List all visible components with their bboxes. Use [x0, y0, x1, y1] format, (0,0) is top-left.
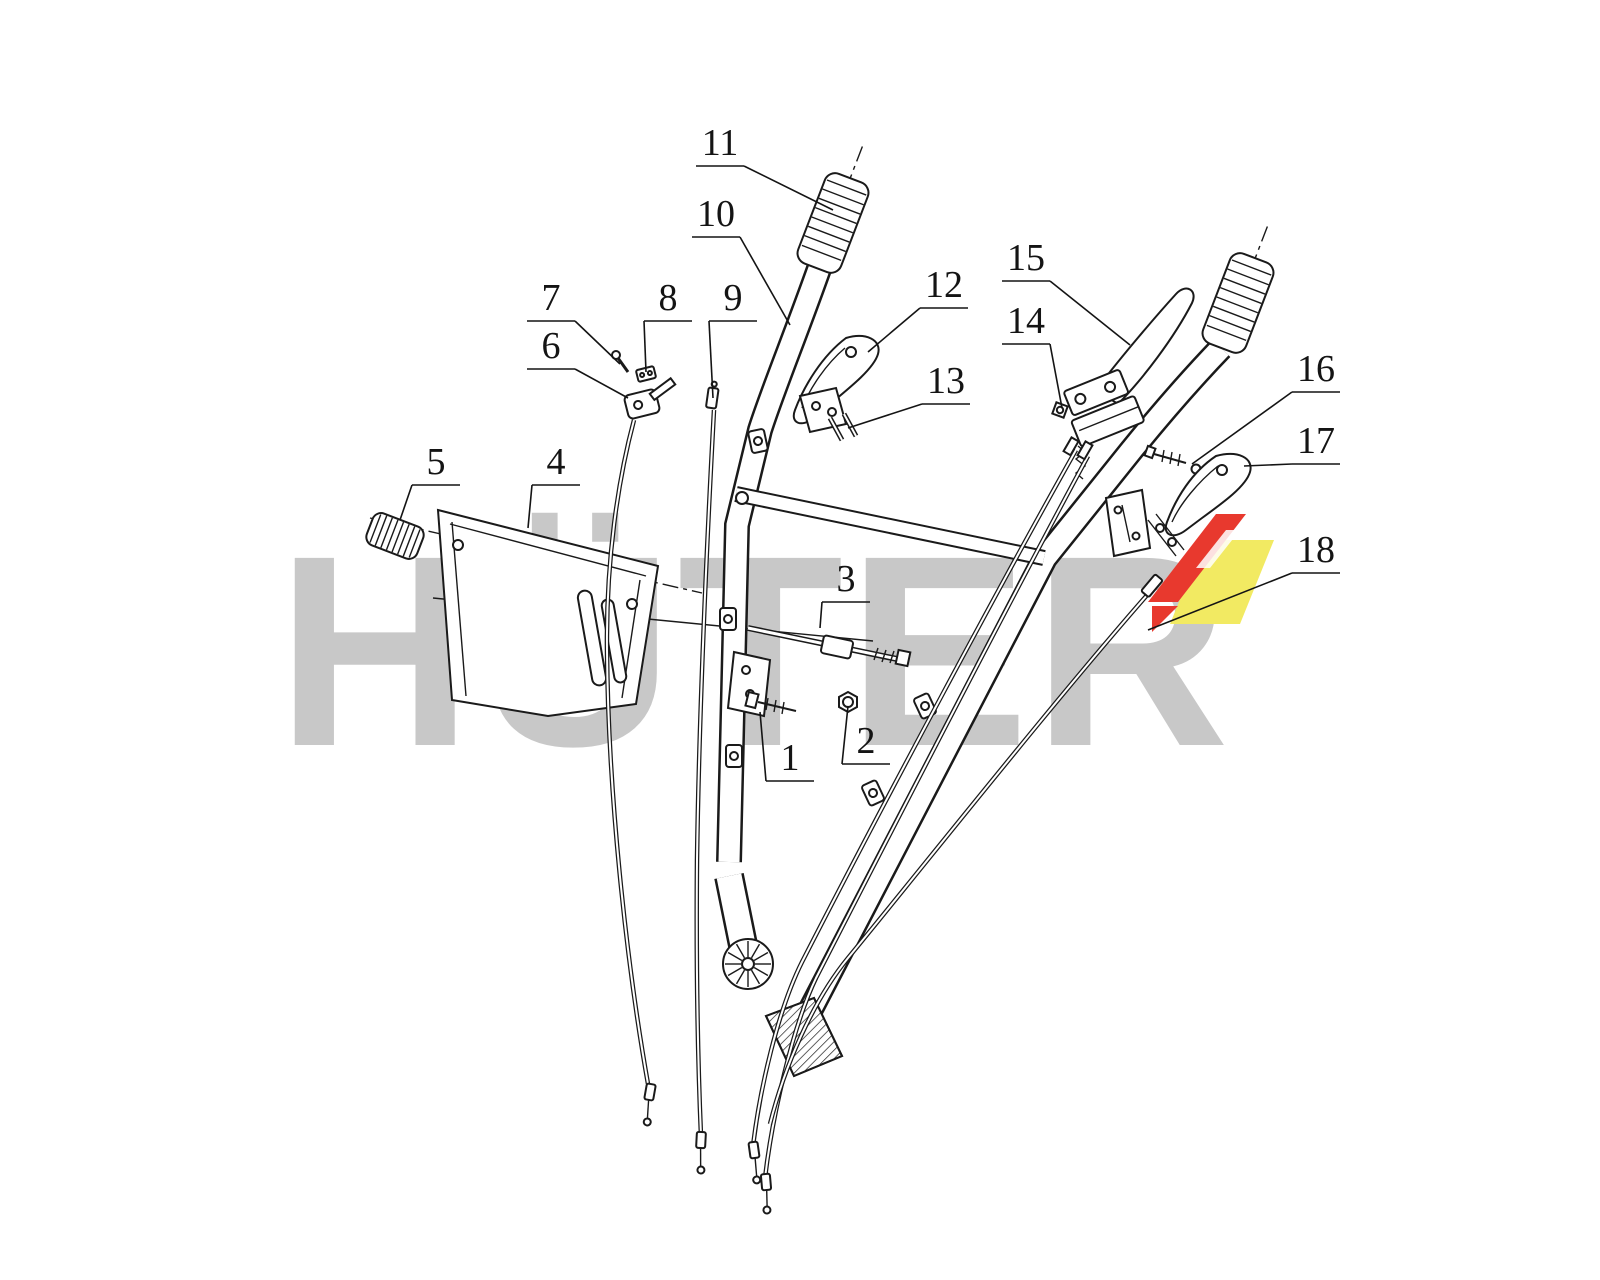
- choke-knob: [365, 512, 425, 560]
- svg-text:15: 15: [1007, 237, 1045, 279]
- svg-text:16: 16: [1297, 348, 1335, 390]
- left-control-lever: [792, 335, 880, 434]
- right-lever-assembly: [1051, 287, 1195, 480]
- right-handlebar-tube: [764, 338, 1231, 1078]
- callout-5: 5: [399, 441, 460, 521]
- cable-bottom-nipples: [642, 1082, 773, 1215]
- brand-logo: [1148, 514, 1274, 632]
- callout-9: 9: [708, 277, 757, 399]
- svg-text:17: 17: [1297, 420, 1335, 462]
- svg-text:18: 18: [1297, 529, 1335, 571]
- left-handle-grip: [796, 146, 870, 274]
- svg-text:13: 13: [927, 360, 965, 402]
- svg-text:9: 9: [724, 277, 743, 319]
- svg-text:4: 4: [547, 441, 566, 483]
- callout-13: 13: [847, 360, 970, 429]
- brand-watermark: HÜTER: [277, 499, 1234, 803]
- throttle-rod: [747, 625, 912, 668]
- svg-text:7: 7: [542, 277, 561, 319]
- callout-11: 11: [696, 122, 834, 211]
- callout-10: 10: [692, 193, 791, 326]
- right-control-lever: [1104, 453, 1252, 558]
- callout-12: 12: [867, 264, 968, 353]
- cable-clamp-lever: [611, 350, 677, 420]
- callout-17: 17: [1243, 420, 1340, 467]
- bolt-item-16: [1143, 444, 1202, 475]
- svg-text:8: 8: [659, 277, 678, 319]
- svg-text:6: 6: [542, 325, 561, 367]
- control-cables: [604, 409, 1150, 1179]
- callout-14: 14: [1002, 300, 1063, 409]
- svg-text:1: 1: [781, 737, 800, 779]
- svg-text:5: 5: [427, 441, 446, 483]
- callout-6: 6: [527, 325, 629, 399]
- cotter-pins: [827, 412, 859, 442]
- cable-top-fittings: [705, 380, 1164, 598]
- svg-text:11: 11: [702, 122, 739, 164]
- svg-text:14: 14: [1007, 300, 1045, 342]
- svg-text:3: 3: [837, 558, 856, 600]
- callout-16: 16: [1191, 348, 1340, 465]
- svg-text:2: 2: [857, 720, 876, 762]
- callout-1: 1: [759, 711, 814, 782]
- callout-7: 7: [527, 277, 621, 365]
- callout-3: 3: [819, 558, 870, 629]
- callout-2: 2: [841, 705, 890, 765]
- dash-panel: [436, 508, 660, 718]
- svg-text:12: 12: [925, 264, 963, 306]
- right-handle-grip: [1201, 226, 1275, 354]
- bolt-item-1: [744, 690, 797, 715]
- left-tube-end-knob: [722, 938, 774, 990]
- callout-8: 8: [643, 277, 692, 373]
- svg-text:10: 10: [697, 193, 735, 235]
- callout-15: 15: [1002, 237, 1131, 346]
- cross-brace-tube: [734, 486, 1046, 566]
- callout-4: 4: [527, 441, 580, 529]
- callout-18: 18: [1147, 529, 1340, 631]
